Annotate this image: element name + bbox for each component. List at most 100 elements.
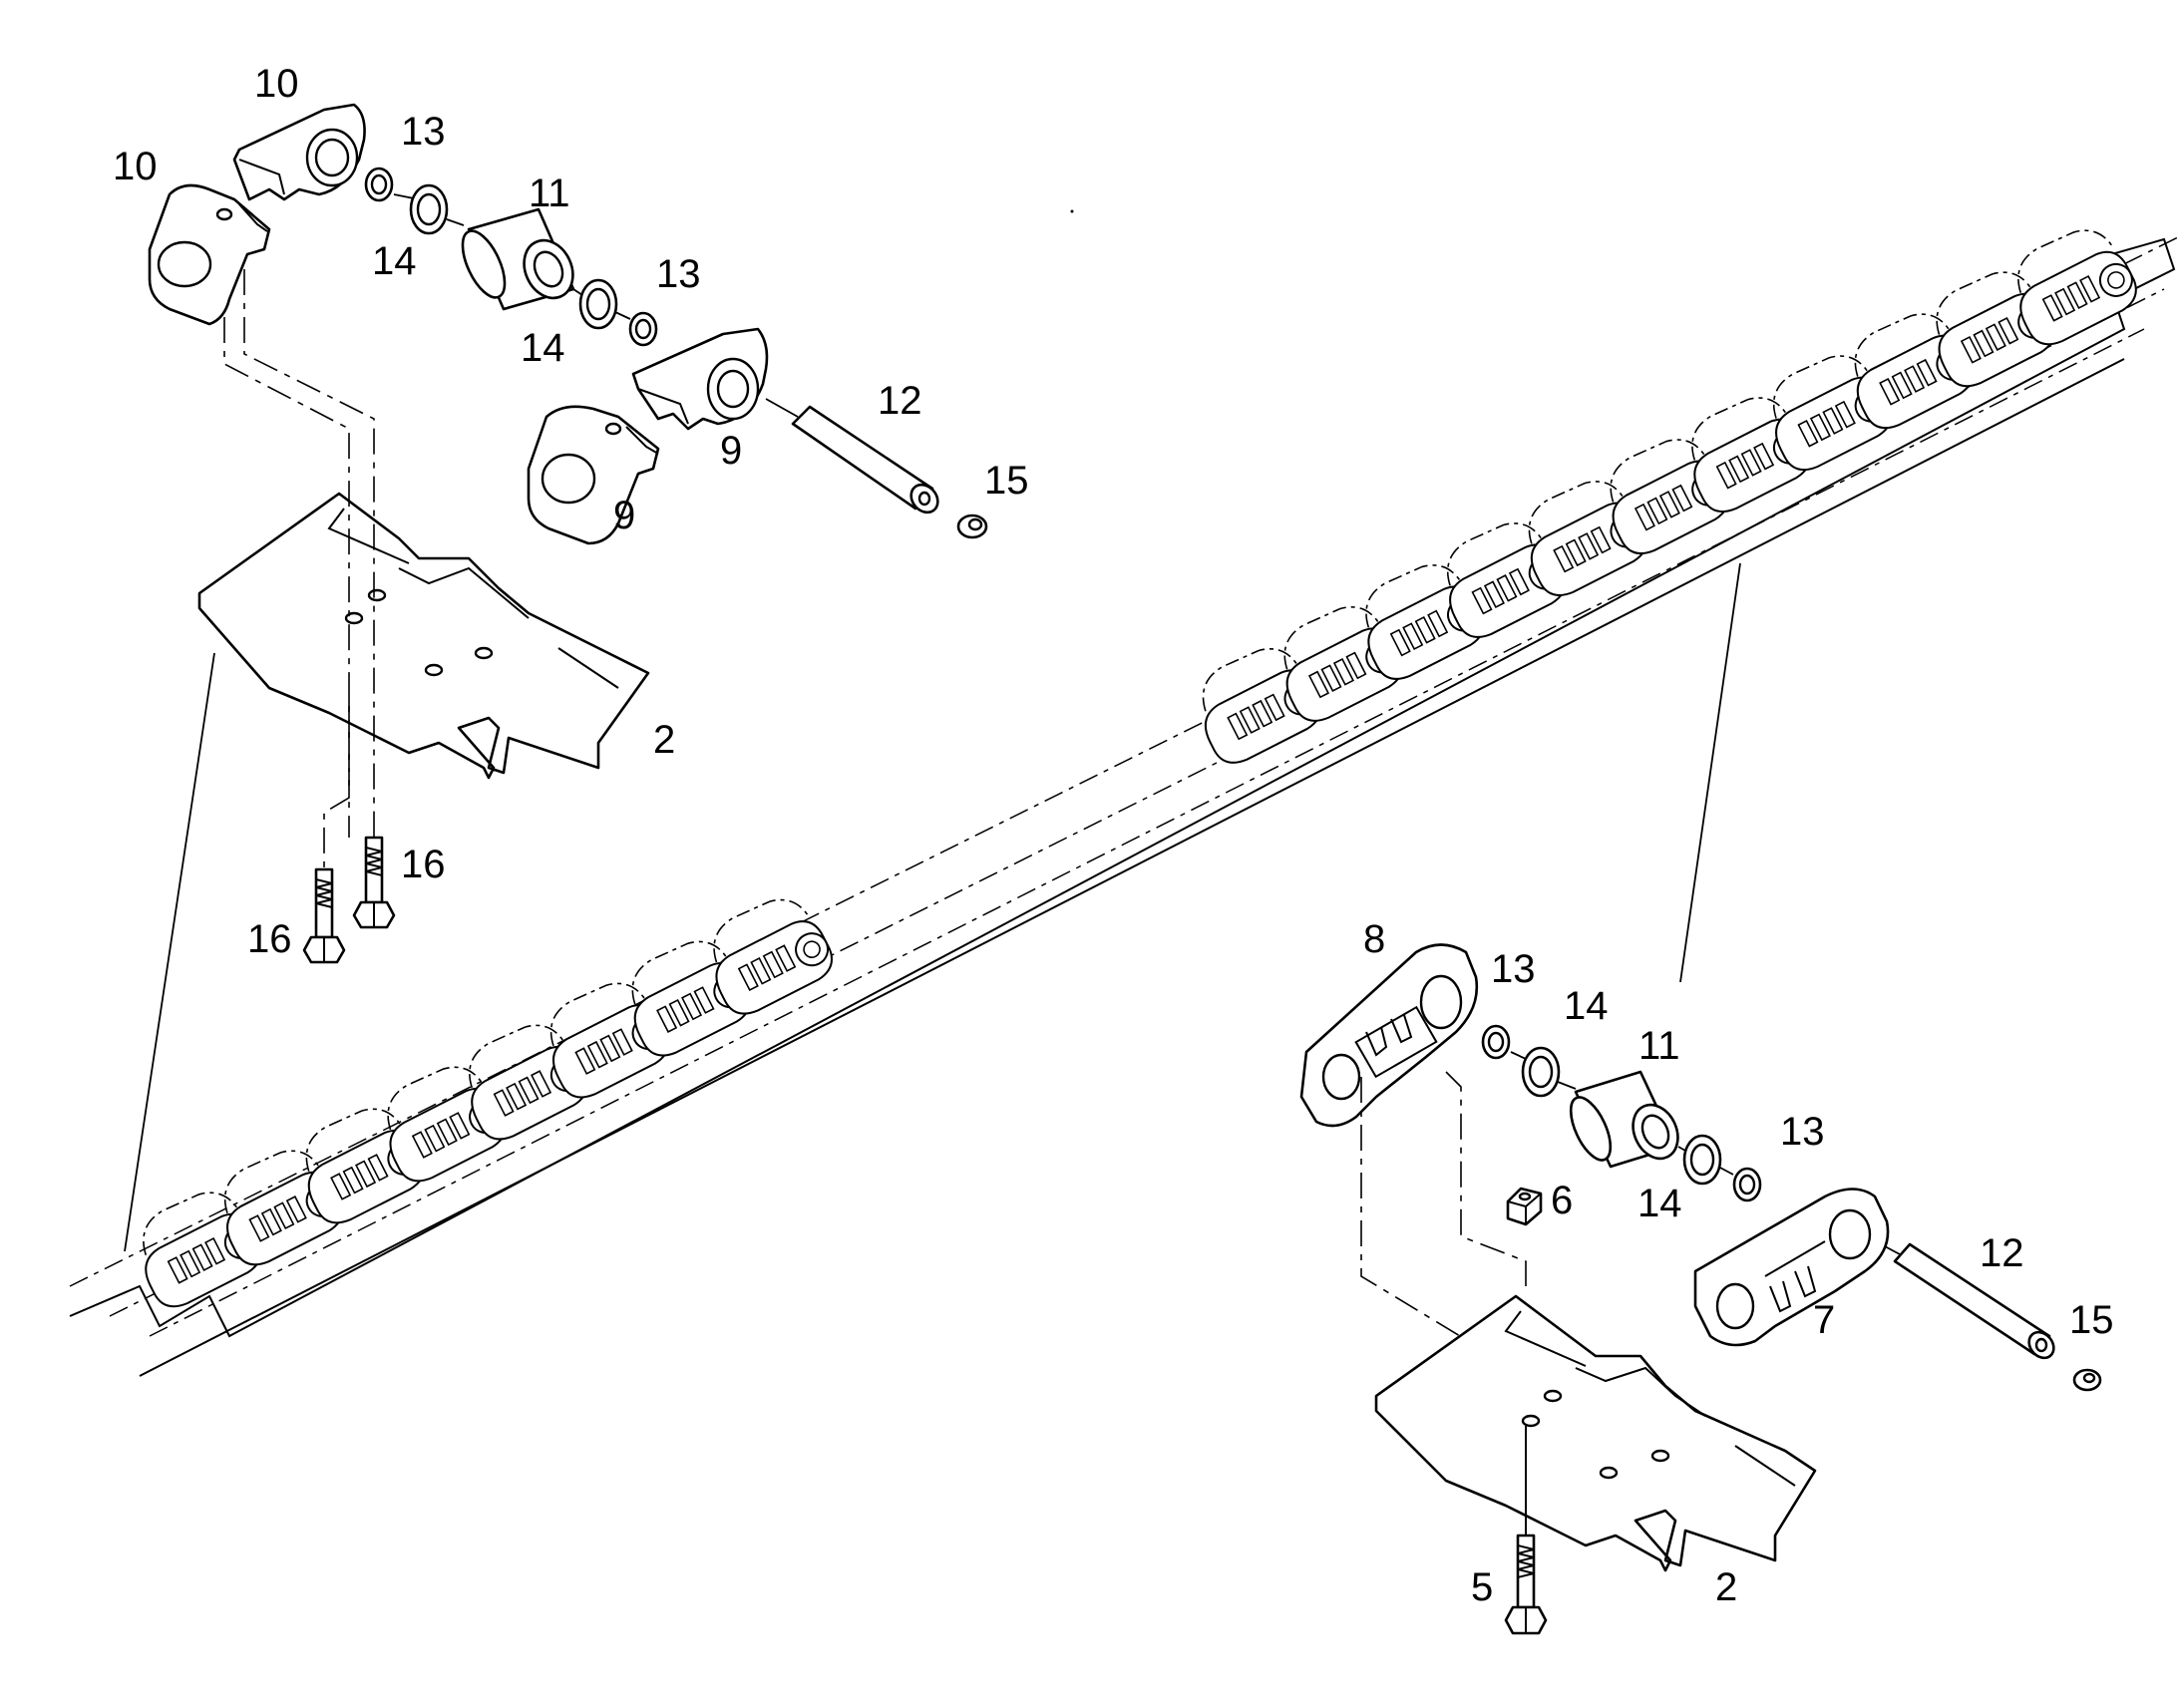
link-window — [1389, 628, 1411, 657]
chain-link — [713, 898, 833, 1015]
link-window — [1891, 371, 1913, 400]
link-window — [1879, 377, 1901, 406]
link-window — [1671, 484, 1693, 512]
bolt-5 — [1504, 1534, 1548, 1635]
link-window — [2041, 294, 2063, 322]
callout-13-lower-a: 13 — [1491, 947, 1536, 991]
callout-12-lower: 12 — [1980, 1231, 2024, 1275]
link-window — [273, 1201, 295, 1230]
callout-11-upper: 11 — [529, 171, 570, 215]
assembly-path-upper-1 — [223, 269, 350, 838]
link-window — [1916, 358, 1938, 387]
callout-10-front: 10 — [113, 145, 158, 188]
callout-14-lower-b: 14 — [1637, 1182, 1682, 1225]
link-window — [775, 944, 797, 972]
callout-6: 6 — [1551, 1179, 1573, 1222]
link-window — [2079, 275, 2101, 303]
link-window — [1797, 419, 1819, 448]
link-window — [1496, 574, 1518, 602]
link-window — [1553, 544, 1575, 573]
track-link-10-rear — [232, 103, 366, 201]
callout-16-front: 16 — [247, 917, 292, 961]
seal-13-upper-b — [628, 311, 658, 347]
callout-11-lower: 11 — [1638, 1024, 1680, 1068]
link-window — [449, 1112, 471, 1140]
seal-14-lower-b — [1682, 1134, 1722, 1186]
link-window — [693, 986, 715, 1014]
lock-nut-15-lower — [2072, 1368, 2102, 1392]
link-window — [737, 963, 759, 992]
assembly-path-lower-2 — [1445, 1071, 1527, 1286]
link-window — [1508, 567, 1530, 596]
link-window — [1252, 699, 1273, 728]
callout-15-lower: 15 — [2069, 1298, 2114, 1342]
callout-13-upper-b: 13 — [656, 252, 701, 296]
callout-10-rear: 10 — [254, 62, 299, 106]
link-window — [1427, 609, 1449, 638]
bolt-16-rear — [352, 836, 396, 929]
callout-16-rear: 16 — [401, 843, 446, 886]
link-window — [681, 992, 703, 1021]
link-window — [1332, 657, 1354, 686]
callout-12-upper: 12 — [878, 379, 922, 423]
callout-14-upper-a: 14 — [372, 239, 417, 283]
link-window — [2054, 287, 2076, 316]
callout-7: 7 — [1813, 1298, 1835, 1342]
link-window — [1834, 400, 1856, 429]
seal-13-lower-b — [1732, 1167, 1762, 1202]
link-window — [750, 957, 772, 985]
callout-9-front: 9 — [613, 494, 635, 537]
link-window — [1227, 712, 1249, 741]
track-link-9-rear — [631, 327, 769, 431]
seal-13-upper-a — [364, 167, 394, 202]
callout-8: 8 — [1363, 917, 1385, 961]
link-window — [424, 1124, 446, 1153]
callout-2-upper: 2 — [653, 718, 675, 762]
pin-12-lower — [1884, 1242, 2055, 1360]
link-window — [285, 1196, 307, 1223]
callout-5: 5 — [1471, 1565, 1493, 1609]
link-window — [611, 1028, 633, 1056]
assembly-path-upper-3 — [323, 698, 350, 867]
link-window — [1634, 503, 1655, 531]
link-window — [260, 1207, 282, 1236]
track-link-9-front — [527, 405, 660, 545]
link-window — [411, 1131, 433, 1159]
callout-2-lower: 2 — [1715, 1565, 1737, 1609]
master-link-7 — [1693, 1188, 1890, 1347]
seal-14-lower-a — [1521, 1046, 1561, 1098]
leader-right — [1679, 562, 1741, 983]
link-window — [1809, 413, 1831, 442]
link-window — [204, 1237, 226, 1265]
chain-links — [143, 229, 2137, 1308]
link-window — [1414, 616, 1436, 644]
track-link-10-front — [148, 183, 271, 326]
link-window — [436, 1118, 458, 1147]
link-window — [586, 1040, 608, 1069]
link-window — [2066, 281, 2088, 309]
assembly-path-upper-2 — [243, 269, 375, 838]
bolt-16-front — [302, 867, 346, 964]
link-window — [1715, 461, 1737, 490]
link-window — [1646, 497, 1668, 525]
callout-labels: 10 10 13 11 14 13 14 12 9 15 9 2 16 16 8… — [113, 62, 2114, 1609]
link-window — [367, 1154, 389, 1182]
link-window — [1402, 622, 1424, 650]
callout-13-upper-a: 13 — [401, 110, 446, 154]
link-window — [1973, 329, 1995, 358]
callout-14-lower-a: 14 — [1564, 984, 1609, 1028]
link-window — [355, 1160, 377, 1189]
seal-14-upper-b — [578, 278, 618, 330]
link-window — [1565, 538, 1587, 567]
link-window — [1904, 365, 1926, 393]
link-window — [1960, 336, 1982, 364]
link-window — [518, 1076, 540, 1105]
link-window — [1320, 664, 1342, 692]
link-window — [248, 1214, 270, 1242]
link-window — [1985, 323, 2006, 351]
bushing-11-lower — [1569, 1070, 1679, 1169]
callout-9-rear: 9 — [720, 429, 742, 473]
stray-mark — [1070, 209, 1074, 213]
link-window — [191, 1243, 213, 1271]
